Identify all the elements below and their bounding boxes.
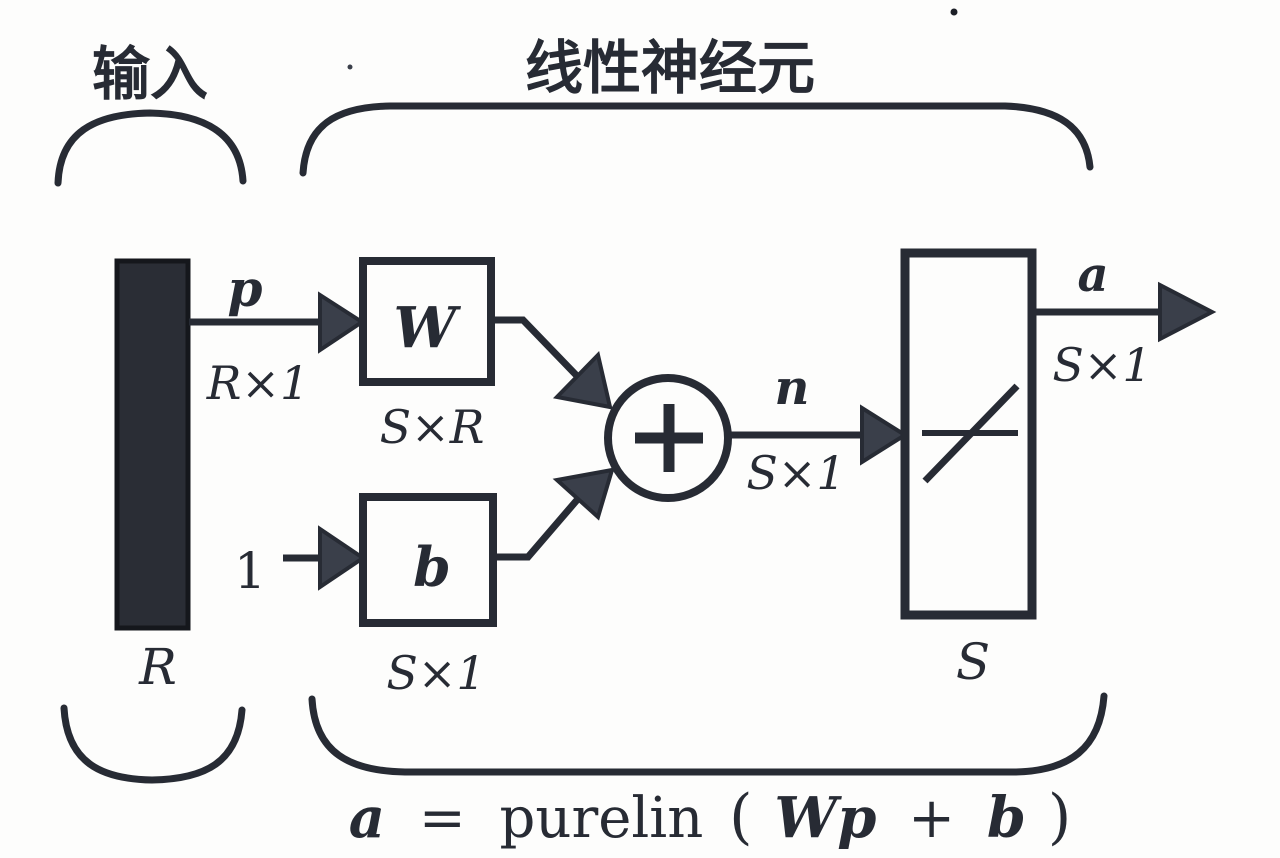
formula-open-paren: (: [729, 782, 752, 852]
formula-function: purelin: [500, 786, 704, 851]
output-label: a: [1077, 247, 1108, 303]
weight-sum-arrowhead-icon: [552, 350, 613, 410]
output-arrowhead-icon: [1158, 281, 1217, 343]
net-input-dim-label: S×1: [746, 446, 845, 500]
neuron-top-brace: [299, 102, 1094, 177]
input-vector-label: p: [228, 259, 263, 318]
scan-speck: [347, 64, 353, 70]
p-arrowhead-icon: [318, 291, 366, 354]
neuron-bottom-brace: [308, 692, 1108, 776]
bias-label: b: [413, 535, 451, 599]
neuron-count-label: S: [956, 633, 990, 691]
formula-lhs: a: [349, 785, 385, 851]
bias-sum-connector: [493, 497, 580, 561]
weight-sum-connector: [491, 316, 581, 380]
formula-equals: =: [419, 786, 466, 851]
input-vector-bar: [114, 258, 191, 631]
output-dim-label: S×1: [1052, 338, 1151, 392]
bias-arrowhead-icon: [318, 525, 367, 591]
bias-dim-label: S×1: [386, 646, 485, 700]
bias-input-label: 1: [234, 542, 266, 600]
weight-dim-label: S×R: [380, 400, 485, 454]
formula-close-paren: ): [1048, 782, 1071, 852]
input-vector-dim-label: R×1: [206, 356, 309, 410]
purelin-line-icon: [922, 383, 1020, 484]
weight-label: W: [394, 295, 462, 361]
formula-argument: Wp: [774, 785, 876, 851]
formula: a = purelin ( Wp + b ): [349, 782, 1072, 852]
net-input-arrowhead-icon: [860, 404, 909, 466]
input-group-label: 输入: [92, 40, 208, 108]
formula-bias: b: [987, 785, 1026, 851]
formula-plus: +: [908, 786, 955, 851]
input-top-brace: [54, 109, 247, 187]
neuron-group-label: 线性神经元: [525, 34, 815, 102]
input-bottom-brace: [60, 704, 246, 784]
bias-sum-arrowhead-icon: [552, 467, 615, 521]
input-size-label: R: [138, 638, 177, 696]
net-input-label: n: [775, 360, 810, 416]
scan-speck: [950, 8, 958, 16]
bias-box: [359, 493, 497, 627]
